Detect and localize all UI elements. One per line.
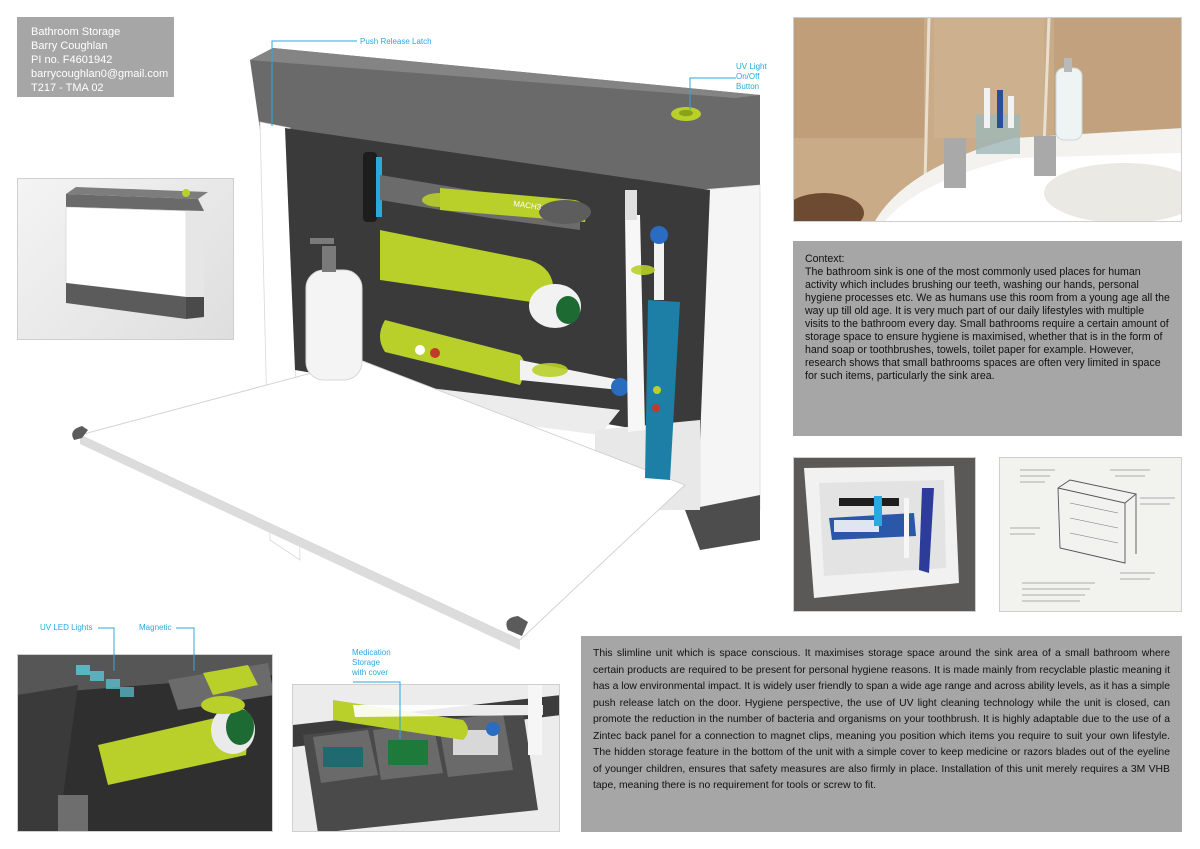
medication-callout-line-1: Medication	[352, 648, 391, 657]
title-line-module: T217 - TMA 02	[31, 82, 104, 94]
uv-callout-line-1: UV Light	[736, 62, 767, 71]
uv-light-button-leader	[688, 76, 738, 112]
medication-storage-callout: Medication Storage with cover	[352, 648, 391, 678]
sink-photo	[793, 17, 1182, 222]
medication-storage-render	[292, 684, 560, 832]
uv-callout-line-2: On/Off	[736, 72, 760, 81]
prototype-photo	[793, 457, 976, 612]
medication-storage-leader	[352, 681, 412, 741]
uv-led-detail-render	[17, 654, 273, 832]
uv-callout-line-3: Button	[736, 82, 760, 91]
description-body: This slimline unit which is space consci…	[593, 648, 1170, 791]
uv-led-lights-leader	[98, 627, 118, 672]
push-release-latch-leader	[269, 40, 359, 128]
title-line-email: barrycoughlan0@gmail.com	[31, 68, 169, 80]
medication-callout-line-2: Storage	[352, 658, 381, 667]
title-line-pi: PI no. F4601942	[31, 54, 113, 66]
description-panel: This slimline unit which is space consci…	[581, 636, 1182, 832]
context-heading: Context:	[805, 253, 845, 265]
closed-unit-render	[17, 178, 234, 340]
push-release-latch-callout: Push Release Latch	[360, 37, 432, 46]
magnetic-callout: Magnetic	[139, 623, 172, 632]
title-block: Bathroom Storage Barry Coughlan PI no. F…	[17, 17, 174, 97]
razor-brand-label: MACH3	[513, 199, 543, 212]
sketch-photo	[999, 457, 1182, 612]
uv-led-lights-callout: UV LED Lights	[40, 623, 93, 632]
title-line-project: Bathroom Storage	[31, 26, 121, 38]
magnetic-leader	[176, 627, 198, 672]
context-body: The bathroom sink is one of the most com…	[805, 266, 1170, 382]
title-line-author: Barry Coughlan	[31, 40, 108, 52]
medication-callout-line-3: with cover	[352, 668, 389, 677]
main-open-unit-render: MACH3	[60, 40, 780, 660]
uv-light-button-callout: UV Light On/Off Button	[736, 62, 767, 92]
context-panel: Context: The bathroom sink is one of the…	[793, 241, 1182, 436]
